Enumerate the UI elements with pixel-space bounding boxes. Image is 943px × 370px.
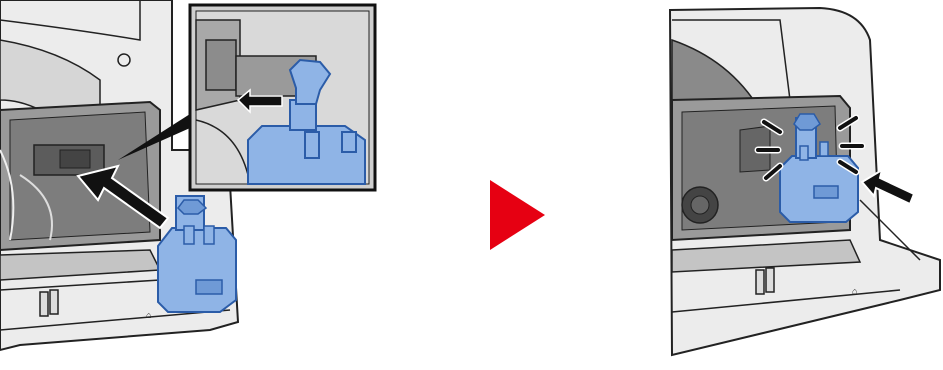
svg-text:⌂: ⌂ xyxy=(146,310,151,320)
play-triangle-icon xyxy=(490,180,545,250)
zoom-inset xyxy=(190,5,375,190)
